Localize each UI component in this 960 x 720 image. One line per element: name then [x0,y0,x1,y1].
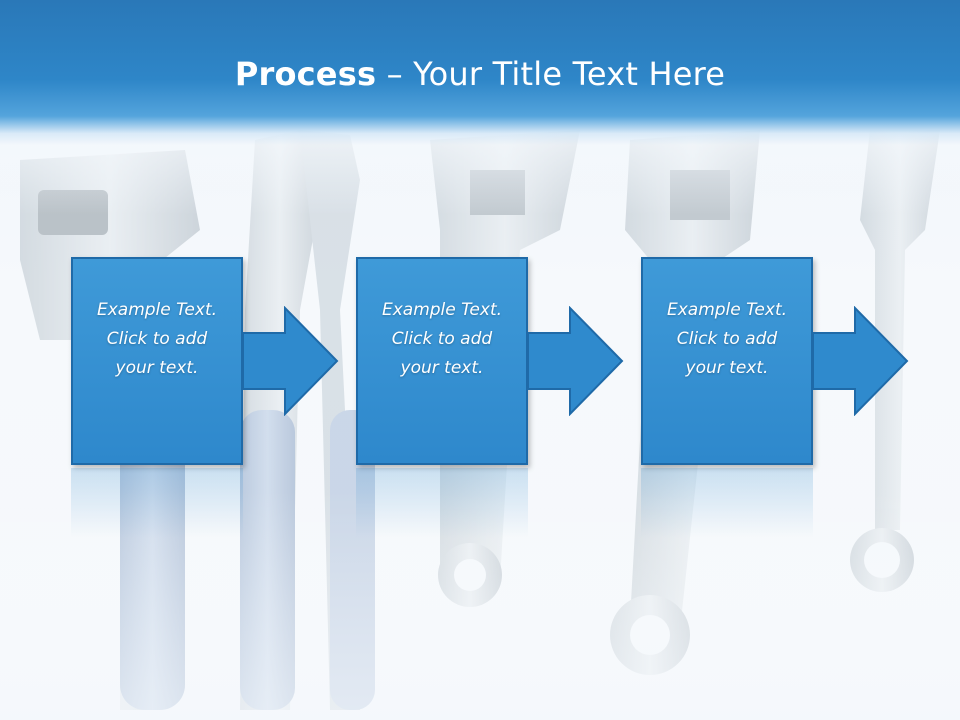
step-3-line-1: Example Text. [666,299,788,320]
process-step-3-box[interactable]: Example Text. Click to add your text. [641,257,813,465]
step-3-line-2: Click to add [676,328,778,349]
title-rest-text: – Your Title Text Here [376,55,726,93]
step-2-line-1: Example Text. [381,299,503,320]
process-step-3-text: Example Text. Click to add your text. [647,296,807,383]
process-arrow-3-icon [813,306,909,416]
step-3-line-3: your text. [685,357,769,378]
process-arrow-2-icon [528,306,624,416]
process-step-2-box[interactable]: Example Text. Click to add your text. [356,257,528,465]
step-3-reflection [641,468,813,538]
step-1-line-3: your text. [115,357,199,378]
title-band [0,0,960,145]
slide-title[interactable]: Process – Your Title Text Here [0,52,960,96]
step-1-reflection [71,468,243,538]
step-2-line-2: Click to add [391,328,493,349]
process-step-1-box[interactable]: Example Text. Click to add your text. [71,257,243,465]
process-step-2-text: Example Text. Click to add your text. [362,296,522,383]
step-1-line-2: Click to add [106,328,208,349]
step-2-line-3: your text. [400,357,484,378]
step-1-line-1: Example Text. [96,299,218,320]
process-step-1-text: Example Text. Click to add your text. [77,296,237,383]
process-arrow-1-icon [243,306,339,416]
step-2-reflection [356,468,528,538]
title-bold-text: Process [234,55,377,93]
